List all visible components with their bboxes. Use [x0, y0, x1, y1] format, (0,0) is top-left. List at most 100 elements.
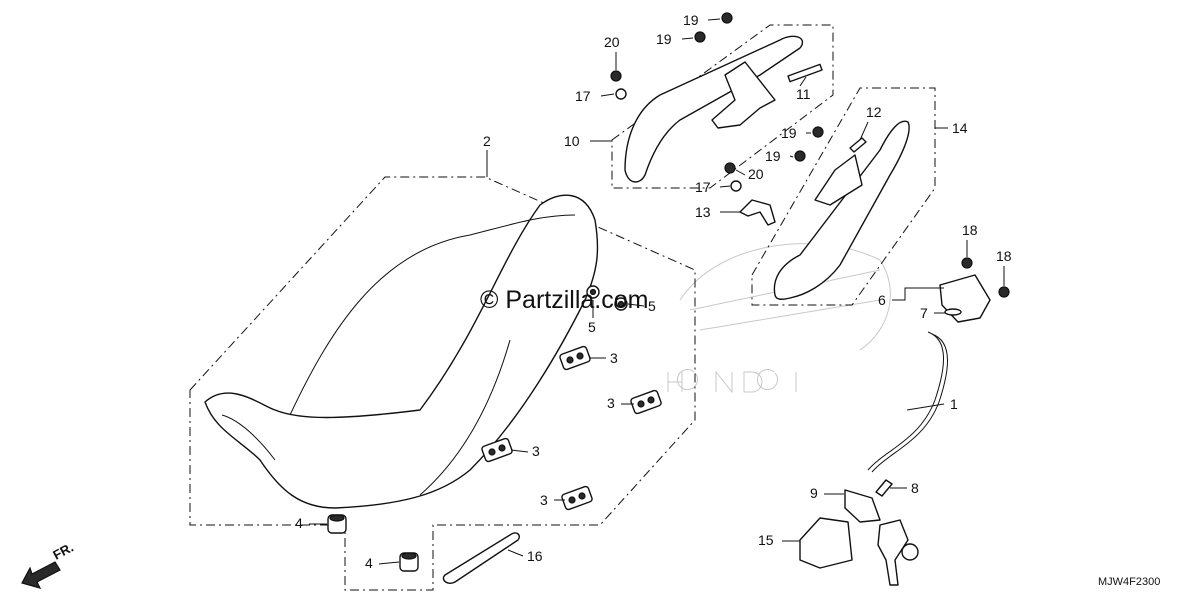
part-number-c7: 7 — [920, 305, 928, 321]
grab-rail-right-outline — [751, 87, 936, 306]
rubber-block-hole-b-2 — [647, 396, 655, 404]
part-number-c19a: 19 — [683, 12, 699, 28]
part-number-c4a: 4 — [295, 515, 303, 531]
rubber-block-hole-b-1 — [576, 352, 584, 360]
callout-c4b: 4 — [365, 555, 400, 571]
part-number-c3d: 3 — [540, 492, 548, 508]
seat-front-edge-line — [221, 414, 276, 461]
part-number-c11: 11 — [796, 86, 811, 102]
callout-c6: 6 — [878, 287, 944, 308]
rubber-block-hole-b-3 — [498, 444, 506, 452]
callout-c9: 9 — [810, 485, 844, 501]
seat-band — [442, 532, 520, 584]
screw-2 — [694, 31, 706, 43]
part-number-c19b: 19 — [656, 31, 672, 47]
callout-c7: 7 — [920, 305, 945, 321]
leader-line-c12 — [859, 121, 869, 141]
seat-contour-line — [289, 214, 576, 416]
callout-c17a: 17 — [575, 88, 615, 104]
nut-hole-2 — [617, 300, 625, 308]
cushion-top-1 — [329, 514, 345, 522]
leader-line-c17a — [600, 93, 615, 97]
part-number-c5b: 5 — [648, 298, 656, 314]
callout-c17b: 17 — [695, 179, 731, 195]
callout-c19b: 19 — [656, 31, 694, 47]
grab-rail-right-bracket — [814, 154, 863, 206]
leader-line-c20b — [735, 169, 746, 176]
callout-c19d: 19 — [765, 148, 794, 164]
nut-hole-1 — [589, 288, 597, 296]
screw-6 — [998, 286, 1010, 298]
seat-bracket — [739, 199, 776, 226]
ignition-key — [877, 519, 909, 586]
callout-c12: 12 — [859, 104, 882, 141]
grab-rail-left-pad — [787, 63, 823, 83]
ghost-honda-letters — [667, 369, 797, 394]
seat-group-outline — [189, 176, 696, 591]
screw-7 — [610, 70, 622, 82]
part-number-c9: 9 — [810, 485, 818, 501]
callout-c2: 2 — [483, 133, 491, 177]
callout-c1: 1 — [906, 396, 958, 412]
part-number-c18b: 18 — [996, 248, 1012, 264]
part-number-c3b: 3 — [607, 395, 615, 411]
callout-c20b: 20 — [735, 166, 764, 182]
part-number-c19d: 19 — [765, 148, 781, 164]
leader-line-c6 — [892, 287, 944, 301]
rubber-block-3 — [481, 437, 513, 463]
grab-rail-left-bracket — [711, 61, 776, 129]
screw-8 — [724, 162, 736, 174]
washer-2 — [730, 180, 742, 192]
callout-c3c: 3 — [510, 443, 540, 459]
front-arrow-icon — [21, 561, 61, 589]
part-number-c16: 16 — [527, 548, 543, 564]
leader-line-c19b — [681, 37, 694, 40]
rubber-block-4 — [561, 485, 593, 511]
rubber-block-hole-1 — [566, 356, 574, 364]
leader-line-c19a — [707, 18, 721, 21]
grab-rail-left — [624, 35, 804, 183]
lock-cable — [867, 331, 944, 471]
callout-c13: 13 — [695, 204, 740, 220]
grab-rail-right — [773, 120, 910, 300]
rubber-block-hole-b-4 — [578, 492, 586, 500]
rubber-block-hole-3 — [488, 448, 496, 456]
cushion-top-2 — [401, 552, 417, 560]
key-ring — [901, 543, 919, 561]
leader-line-c3c — [510, 449, 529, 453]
part-number-c12: 12 — [866, 104, 882, 120]
key-cover — [799, 517, 853, 569]
seat-shape — [204, 194, 599, 509]
grab-rail-left-outline — [611, 24, 834, 189]
screw-5 — [961, 257, 973, 269]
part-number-c2: 2 — [483, 133, 491, 149]
stay — [849, 137, 867, 153]
part-number-c13: 13 — [695, 204, 711, 220]
screw-1 — [721, 12, 733, 24]
callout-c14: 14 — [935, 120, 968, 136]
callout-c20a: 20 — [604, 34, 620, 70]
callout-c11: 11 — [796, 76, 811, 102]
part-number-c5a: 5 — [588, 319, 596, 335]
seat-lock-spring — [944, 308, 962, 316]
callout-c5a: 5 — [588, 300, 596, 335]
key-clip — [875, 479, 893, 497]
watermark-text: © Partzilla.com — [480, 286, 648, 314]
part-number-c15: 15 — [758, 532, 774, 548]
part-number-c3c: 3 — [532, 443, 540, 459]
leader-line-c4b — [378, 561, 400, 565]
parts-drawing — [189, 12, 1010, 591]
part-number-c17b: 17 — [695, 179, 711, 195]
leader-line-c16 — [507, 549, 524, 557]
part-number-c14: 14 — [952, 120, 968, 136]
leader-line-c5b — [627, 303, 645, 307]
part-number-c4b: 4 — [365, 555, 373, 571]
part-number-c19c: 19 — [781, 125, 797, 141]
callout-c15: 15 — [758, 532, 800, 548]
part-number-c17a: 17 — [575, 88, 591, 104]
screw-4 — [794, 150, 806, 162]
part-number-c18a: 18 — [962, 222, 978, 238]
seat-seam-line — [419, 339, 511, 496]
